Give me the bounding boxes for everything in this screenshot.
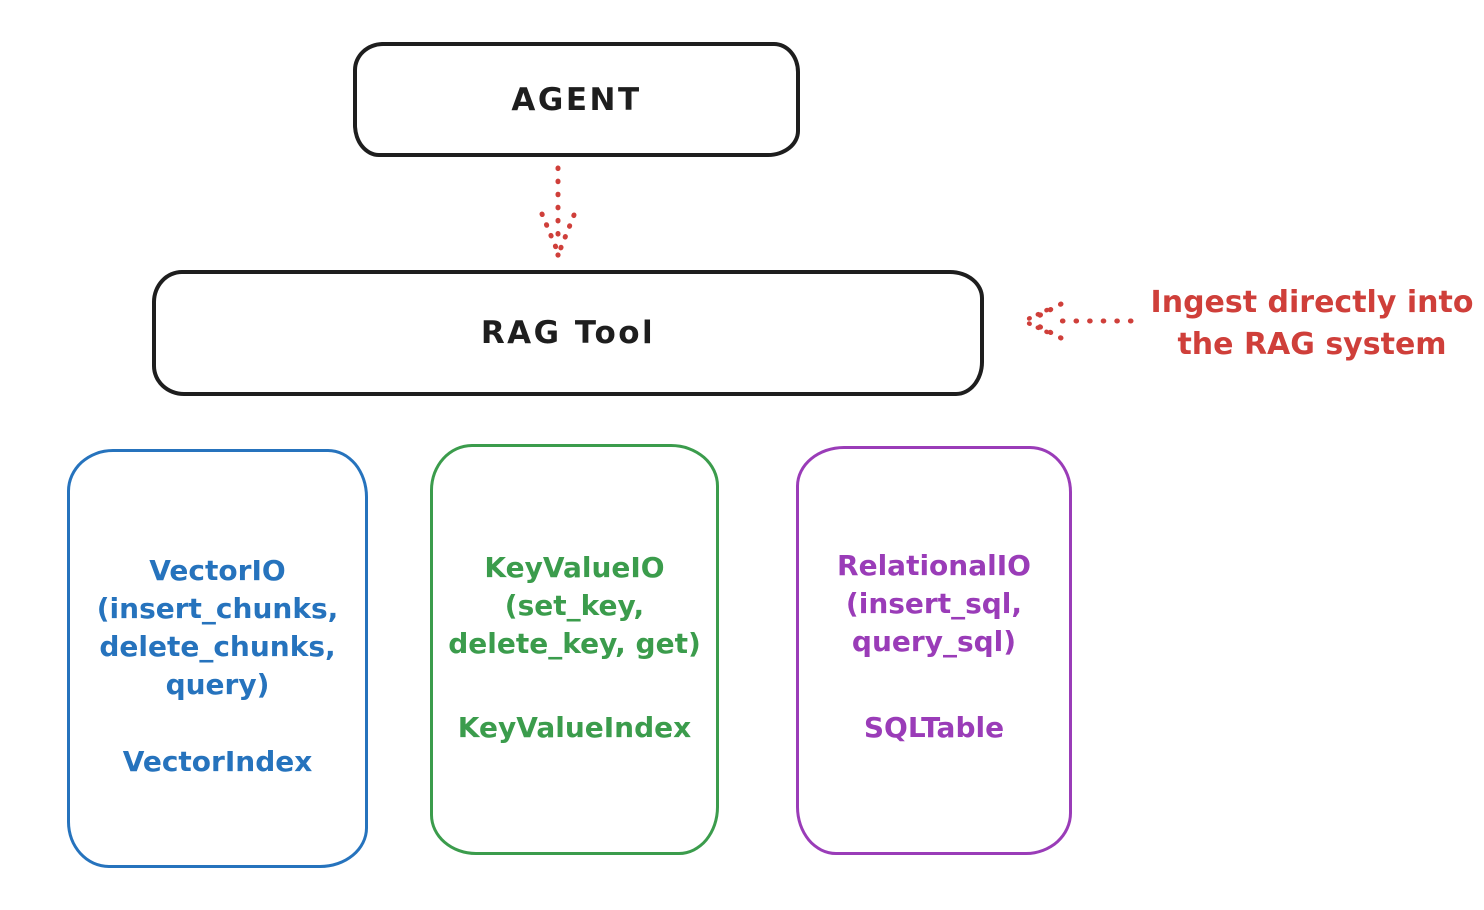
rag-tool-label: RAG Tool — [480, 315, 656, 351]
keyvalue-index-label: KeyValueIndex — [457, 711, 692, 744]
rag-tool-node: RAG Tool — [152, 270, 984, 396]
agent-label: AGENT — [511, 81, 642, 118]
agent-node: AGENT — [353, 42, 800, 157]
relational-io-node: RelationalIO (insert_sql, query_sql) SQL… — [796, 446, 1072, 855]
ingest-annotation: Ingest directly into the RAG system — [1150, 285, 1474, 362]
keyvalue-io-node: KeyValueIO (set_key, delete_key, get) Ke… — [430, 444, 719, 855]
vector-io-node: VectorIO (insert_chunks, delete_chunks, … — [67, 449, 368, 868]
vector-index-label: VectorIndex — [122, 745, 313, 778]
vector-io-methods: VectorIO (insert_chunks, delete_chunks, … — [96, 554, 339, 701]
sql-table-label: SQLTable — [863, 711, 1005, 744]
ingest-dotted-arrow — [1023, 301, 1134, 341]
agent-to-rag-dotted-arrow — [539, 165, 577, 258]
relational-io-methods: RelationalIO (insert_sql, query_sql) — [837, 549, 1031, 658]
keyvalue-io-methods: KeyValueIO (set_key, delete_key, get) — [448, 551, 701, 660]
